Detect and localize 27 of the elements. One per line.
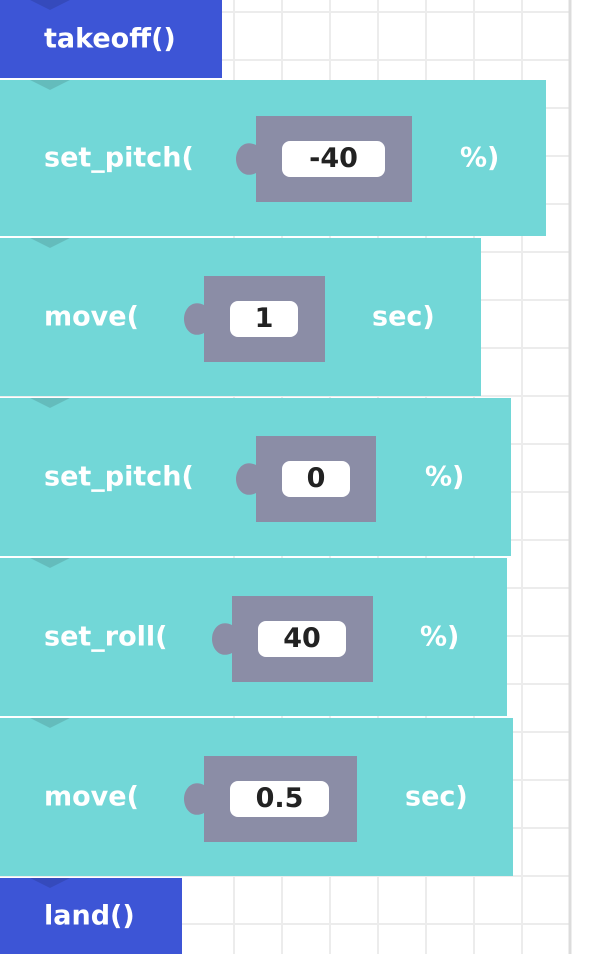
number-field: -40: [282, 141, 385, 177]
code-block: [0, 718, 513, 876]
number-field: 1: [230, 301, 298, 337]
value-block: [212, 596, 373, 682]
code-block: [0, 878, 182, 954]
block-label: %): [425, 462, 464, 492]
block-label: land(): [44, 900, 135, 932]
value-block: [236, 116, 412, 202]
value-block: [184, 756, 357, 842]
block-label: set_pitch(: [44, 142, 194, 174]
block-label: move(: [44, 782, 139, 812]
code-block: [0, 398, 511, 556]
code-block: [0, 0, 222, 78]
number-field: 40: [258, 621, 346, 657]
block-label: set_roll(: [44, 622, 168, 652]
number-field: 0: [282, 461, 350, 497]
block-label: sec): [405, 782, 468, 812]
block-label: %): [460, 142, 500, 174]
block-label: set_pitch(: [44, 462, 194, 492]
block-label: takeoff(): [44, 24, 176, 54]
block-label: sec): [372, 302, 435, 332]
code-block: [0, 80, 546, 236]
block-label: %): [420, 622, 460, 652]
block-label: move(: [44, 302, 139, 332]
code-block: [0, 558, 507, 716]
number-field: 0.5: [230, 781, 329, 817]
code-block: [0, 238, 481, 396]
